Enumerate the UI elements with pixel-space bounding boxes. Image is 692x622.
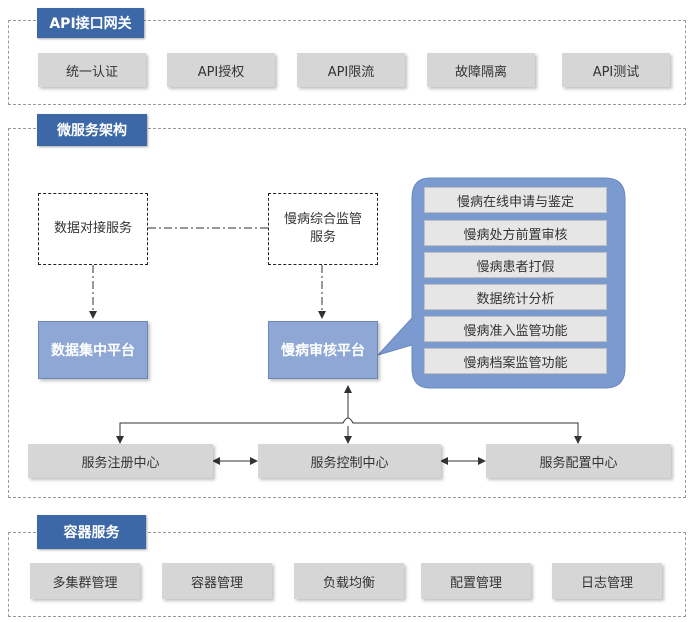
service-bus bbox=[119, 417, 582, 444]
microservice-title: 微服务架构 bbox=[37, 114, 147, 146]
container-title: 容器服务 bbox=[37, 515, 146, 549]
gateway-item-ratelimit: API限流 bbox=[297, 53, 405, 87]
service-control: 服务控制中心 bbox=[258, 444, 441, 478]
service-registry: 服务注册中心 bbox=[28, 444, 213, 478]
gateway-item-test: API测试 bbox=[562, 53, 670, 87]
callout-item-fraud: 慢病患者打假 bbox=[424, 252, 607, 278]
microservice-section bbox=[8, 128, 686, 498]
gateway-item-auth: 统一认证 bbox=[38, 53, 146, 87]
callout-item-access: 慢病准入监管功能 bbox=[424, 316, 607, 342]
callout-item-prescription: 慢病处方前置审核 bbox=[424, 220, 607, 246]
callout-item-archive: 慢病档案监管功能 bbox=[424, 348, 607, 374]
container-item-config: 配置管理 bbox=[421, 563, 531, 599]
gateway-section bbox=[8, 20, 686, 105]
service-config: 服务配置中心 bbox=[486, 444, 671, 478]
callout-item-apply: 慢病在线申请与鉴定 bbox=[424, 187, 607, 213]
callout-item-stats: 数据统计分析 bbox=[424, 284, 607, 310]
container-item-loadbalance: 负载均衡 bbox=[294, 563, 404, 599]
review-platform: 慢病审核平台 bbox=[268, 321, 378, 379]
monitor-service: 慢病综合监管 服务 bbox=[268, 193, 378, 265]
container-section bbox=[8, 532, 686, 617]
gateway-item-authorize: API授权 bbox=[167, 53, 275, 87]
data-docking-service: 数据对接服务 bbox=[38, 193, 148, 265]
container-item-container: 容器管理 bbox=[162, 563, 272, 599]
gateway-item-isolation: 故障隔离 bbox=[427, 53, 535, 87]
monitor-service-label: 慢病综合监管 服务 bbox=[283, 212, 362, 245]
container-item-cluster: 多集群管理 bbox=[30, 563, 140, 599]
container-item-log: 日志管理 bbox=[552, 563, 662, 599]
data-platform: 数据集中平台 bbox=[38, 321, 148, 379]
gateway-title: API接口网关 bbox=[37, 8, 144, 38]
